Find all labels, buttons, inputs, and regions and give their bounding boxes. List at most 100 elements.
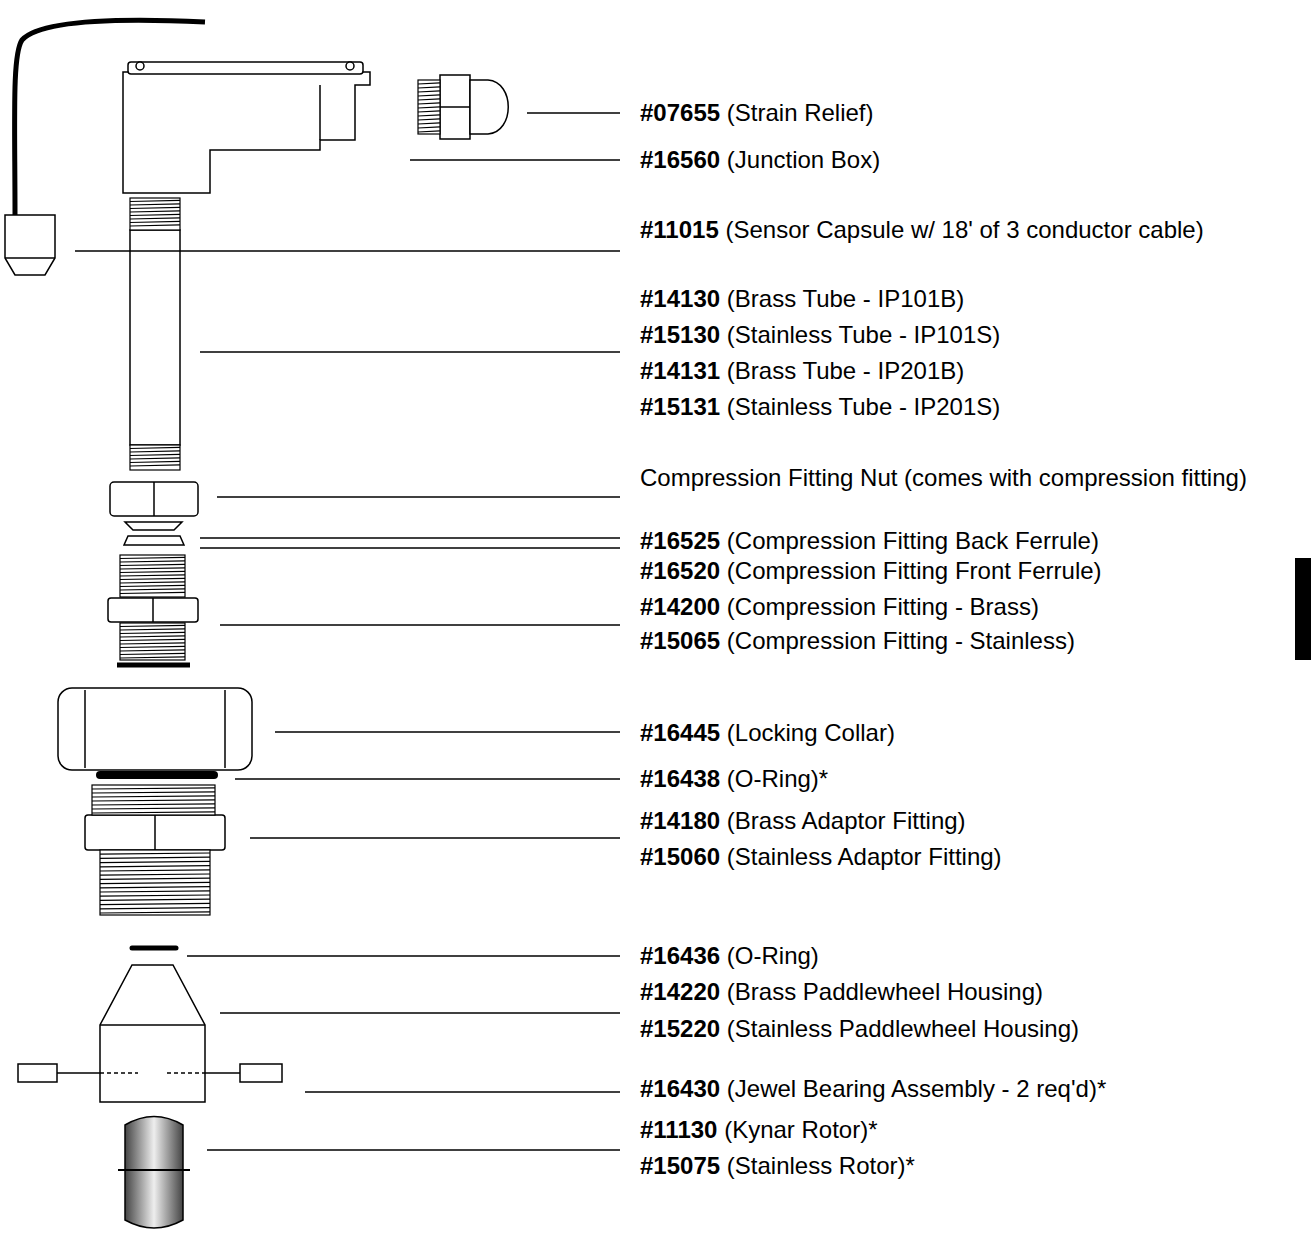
part-label: #15130(Stainless Tube - IP101S) xyxy=(640,321,1300,349)
illustration-part xyxy=(84,690,86,768)
illustration-part xyxy=(92,804,215,805)
part-label: #15075 (Stainless Rotor)* xyxy=(640,1152,1300,1180)
section-tab xyxy=(1295,558,1311,660)
illustration-part xyxy=(130,451,180,452)
illustration-part xyxy=(130,198,180,230)
part-number: #16436 xyxy=(640,942,720,969)
illustration-part xyxy=(418,123,440,124)
part-number: #15060 xyxy=(640,843,720,870)
illustration-part xyxy=(130,221,180,222)
part-number: #15131 xyxy=(640,393,720,420)
illustration-part xyxy=(418,99,440,100)
illustration-part xyxy=(130,454,180,455)
paddlewheel-housing xyxy=(100,965,205,1102)
strain-relief-dome xyxy=(470,80,508,134)
illustration-part xyxy=(100,887,210,888)
part-number: #16438 xyxy=(640,765,720,792)
illustration-part xyxy=(57,1072,100,1074)
part-number: #15065 xyxy=(640,627,720,654)
part-number: #11130 xyxy=(640,1116,717,1143)
part-number: #15130 xyxy=(640,321,720,348)
compression-fitting-hex xyxy=(108,598,198,622)
illustration-part xyxy=(120,623,185,660)
part-label: #14130(Brass Tube - IP101B) xyxy=(640,285,1300,313)
illustration-part xyxy=(153,482,155,516)
illustration-part xyxy=(130,225,180,226)
illustration-part xyxy=(120,582,185,583)
illustration-part xyxy=(100,1072,138,1074)
sensor-capsule xyxy=(5,215,55,275)
part-label: #16438 (O-Ring)* xyxy=(640,765,1300,793)
illustration-part xyxy=(100,899,210,900)
illustration-part xyxy=(92,808,215,809)
illustration-part xyxy=(305,1091,620,1092)
part-number: #14200 xyxy=(640,593,720,620)
part-label: Compression Fitting Nut (comes with comp… xyxy=(640,464,1300,492)
strain-relief-nut xyxy=(440,75,470,139)
illustration-part xyxy=(120,650,185,651)
part-number: #15075 xyxy=(640,1152,720,1179)
illustration-part xyxy=(200,351,620,352)
illustration-part xyxy=(92,788,215,789)
back-ferrule xyxy=(125,522,182,530)
part-description: Compression Fitting Nut (comes with comp… xyxy=(640,464,1247,491)
illustration-part xyxy=(120,625,185,626)
illustration-part xyxy=(118,1169,190,1171)
part-description: (O-Ring)* xyxy=(727,765,828,792)
part-description: (Brass Tube - IP101B) xyxy=(727,285,964,312)
illustration-part xyxy=(418,80,440,134)
part-label: #14131(Brass Tube - IP201B) xyxy=(640,357,1300,385)
illustration-part xyxy=(235,778,620,779)
part-description: (Stainless Rotor)* xyxy=(727,1152,915,1179)
part-description: (O-Ring) xyxy=(727,942,819,969)
illustration-part xyxy=(167,1072,205,1074)
illustration-part xyxy=(130,218,180,219)
part-label: #15065(Compression Fitting - Stainless) xyxy=(640,627,1300,655)
part-number: #14180 xyxy=(640,807,720,834)
illustration-part xyxy=(418,111,440,112)
illustration-part xyxy=(130,458,180,459)
illustration-part xyxy=(418,95,440,96)
illustration-part xyxy=(100,861,210,862)
part-label: #11015(Sensor Capsule w/ 18' of 3 conduc… xyxy=(640,216,1300,244)
illustration-part xyxy=(100,891,210,892)
illustration-part xyxy=(275,731,620,732)
illustration-part xyxy=(418,127,440,128)
part-description: (Compression Fitting - Brass) xyxy=(727,593,1039,620)
illustration-part xyxy=(100,878,210,879)
illustration-part xyxy=(100,908,210,909)
illustration-part xyxy=(217,496,620,497)
illustration-part xyxy=(130,445,180,470)
part-label: #14200 (Compression Fitting - Brass) xyxy=(640,593,1300,621)
part-number: #11015 xyxy=(640,216,719,243)
illustration-part xyxy=(100,874,210,875)
illustration-part xyxy=(136,62,144,70)
illustration-part xyxy=(120,589,185,590)
illustration-part xyxy=(100,895,210,896)
illustration-part xyxy=(130,214,180,215)
illustration-part xyxy=(120,636,185,637)
illustration-part xyxy=(120,578,185,579)
part-number: #16520 xyxy=(640,557,720,584)
illustration-part xyxy=(418,83,440,84)
illustration-part xyxy=(527,112,620,113)
illustration-part xyxy=(200,547,620,548)
front-ferrule xyxy=(124,536,184,545)
illustration-part xyxy=(130,200,180,201)
illustration-part xyxy=(120,643,185,644)
illustration-part xyxy=(92,812,215,813)
illustration-part xyxy=(418,115,440,116)
illustration-part xyxy=(120,632,185,633)
part-label: #16436 (O-Ring) xyxy=(640,942,1300,970)
illustration-part xyxy=(440,106,470,108)
illustration-part xyxy=(120,575,185,576)
illustration-part xyxy=(120,568,185,569)
part-label: #14180(Brass Adaptor Fitting) xyxy=(640,807,1300,835)
compression-nut xyxy=(110,482,198,516)
illustration-part xyxy=(418,131,440,132)
part-description: (Brass Tube - IP201B) xyxy=(727,357,964,384)
adaptor-hex xyxy=(85,815,225,850)
illustration-part xyxy=(120,585,185,586)
part-description: (Stainless Tube - IP201S) xyxy=(727,393,1000,420)
illustration-part xyxy=(224,690,226,768)
